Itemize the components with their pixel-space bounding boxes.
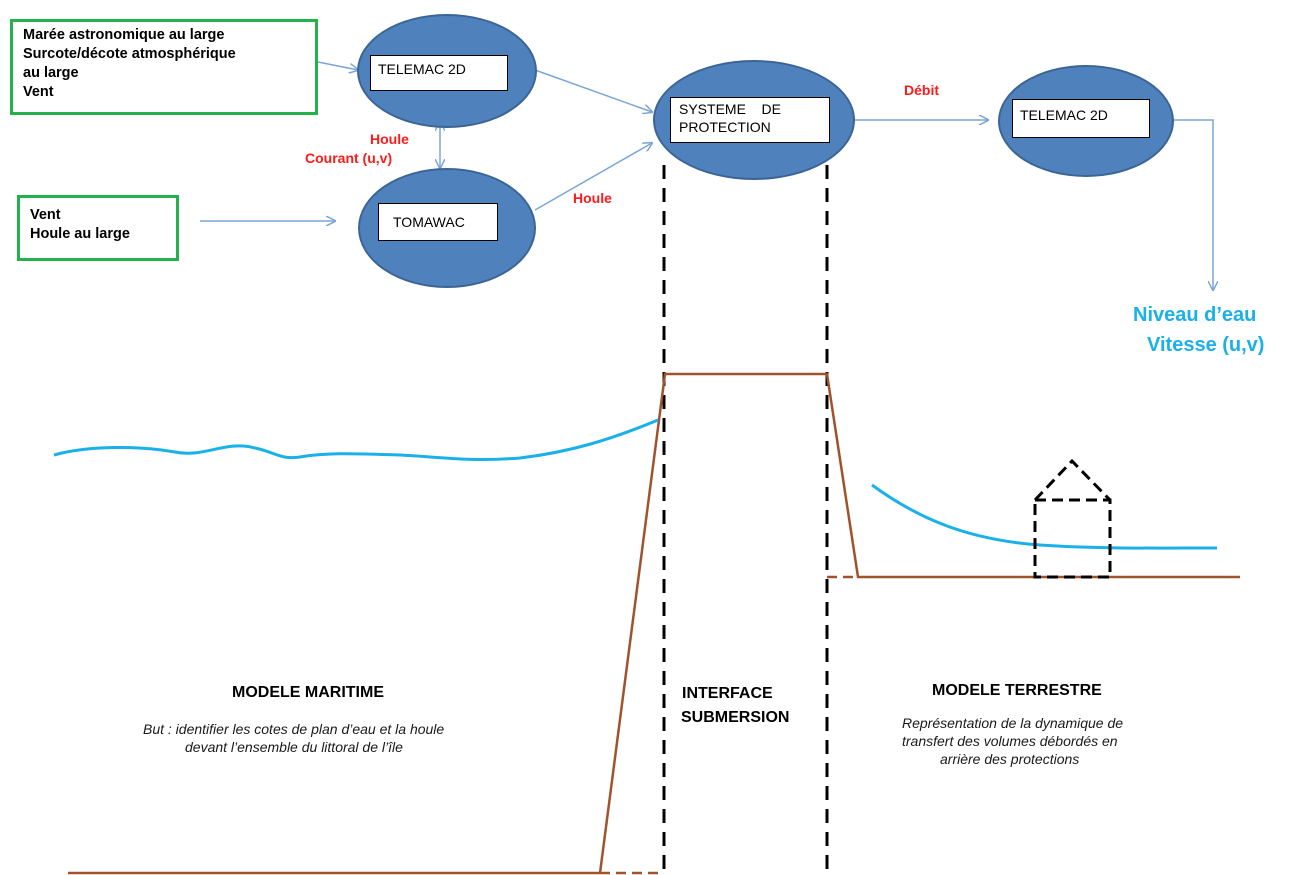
telemac-sea-label: TELEMAC 2D bbox=[370, 55, 508, 91]
arrow-inputs-to-telemac bbox=[317, 61, 358, 70]
terrestre-description: Représentation de la dynamique de transf… bbox=[902, 714, 1123, 768]
input-line: Houle au large bbox=[30, 226, 130, 242]
terrestre-desc-line: arrière des protections bbox=[940, 751, 1080, 767]
terrestre-desc-line: transfert des volumes débordés en bbox=[902, 733, 1118, 749]
courant-label: Courant (u,v) bbox=[305, 150, 393, 166]
water-lines bbox=[53, 418, 1218, 550]
flow-arrows bbox=[200, 61, 1213, 290]
telemac-land-label: TELEMAC 2D bbox=[1012, 99, 1150, 138]
protection-label-line1: SYSTEME DE bbox=[679, 101, 781, 117]
sea-water-line bbox=[53, 418, 659, 462]
output-niveau-eau: Niveau d’eau bbox=[1133, 304, 1257, 326]
protection-label: SYSTEME DE PROTECTION bbox=[670, 97, 830, 143]
input-line: Vent bbox=[30, 207, 61, 223]
input-line: au large bbox=[23, 65, 79, 81]
terrain-profile bbox=[68, 372, 1240, 875]
maritime-desc-line: But : identifier les cotes de plan d’eau… bbox=[143, 721, 445, 737]
houle-top-label: Houle bbox=[370, 131, 409, 147]
interface-title: INTERFACE SUBMERSION bbox=[681, 682, 789, 730]
maritime-title: MODELE MARITIME bbox=[232, 684, 384, 701]
house-icon bbox=[1033, 458, 1112, 579]
input-line: Marée astronomique au large bbox=[23, 27, 225, 43]
input-line: Vent bbox=[23, 84, 54, 100]
terrestre-title: MODELE TERRESTRE bbox=[932, 682, 1102, 699]
offshore-inputs-box: Marée astronomique au large Surcote/déco… bbox=[10, 19, 318, 115]
tomawac-label: TOMAWAC bbox=[378, 203, 498, 241]
protection-label-line2: PROTECTION bbox=[679, 119, 771, 135]
arrow-telemac-to-outputs bbox=[1172, 119, 1213, 290]
output-vitesse: Vitesse (u,v) bbox=[1147, 334, 1265, 356]
arrow-tomawac-to-protection bbox=[534, 143, 652, 211]
interface-title-line2: SUBMERSION bbox=[681, 709, 790, 726]
interface-title-line1: INTERFACE bbox=[682, 685, 773, 702]
arrow-telemac-to-protection bbox=[534, 69, 652, 112]
houle-right-label: Houle bbox=[573, 190, 612, 206]
dike-profile bbox=[598, 372, 1240, 874]
debit-label: Débit bbox=[904, 82, 939, 98]
input-line: Surcote/décote atmosphérique bbox=[23, 46, 236, 62]
terrestre-desc-line: Représentation de la dynamique de bbox=[902, 715, 1124, 731]
wave-inputs-box: Vent Houle au large bbox=[17, 195, 179, 261]
interface-dashed-lines bbox=[662, 165, 829, 875]
land-water-line bbox=[871, 483, 1218, 550]
maritime-desc-line: devant l’ensemble du littoral de l’île bbox=[185, 739, 403, 755]
maritime-description: But : identifier les cotes de plan d’eau… bbox=[143, 720, 444, 756]
